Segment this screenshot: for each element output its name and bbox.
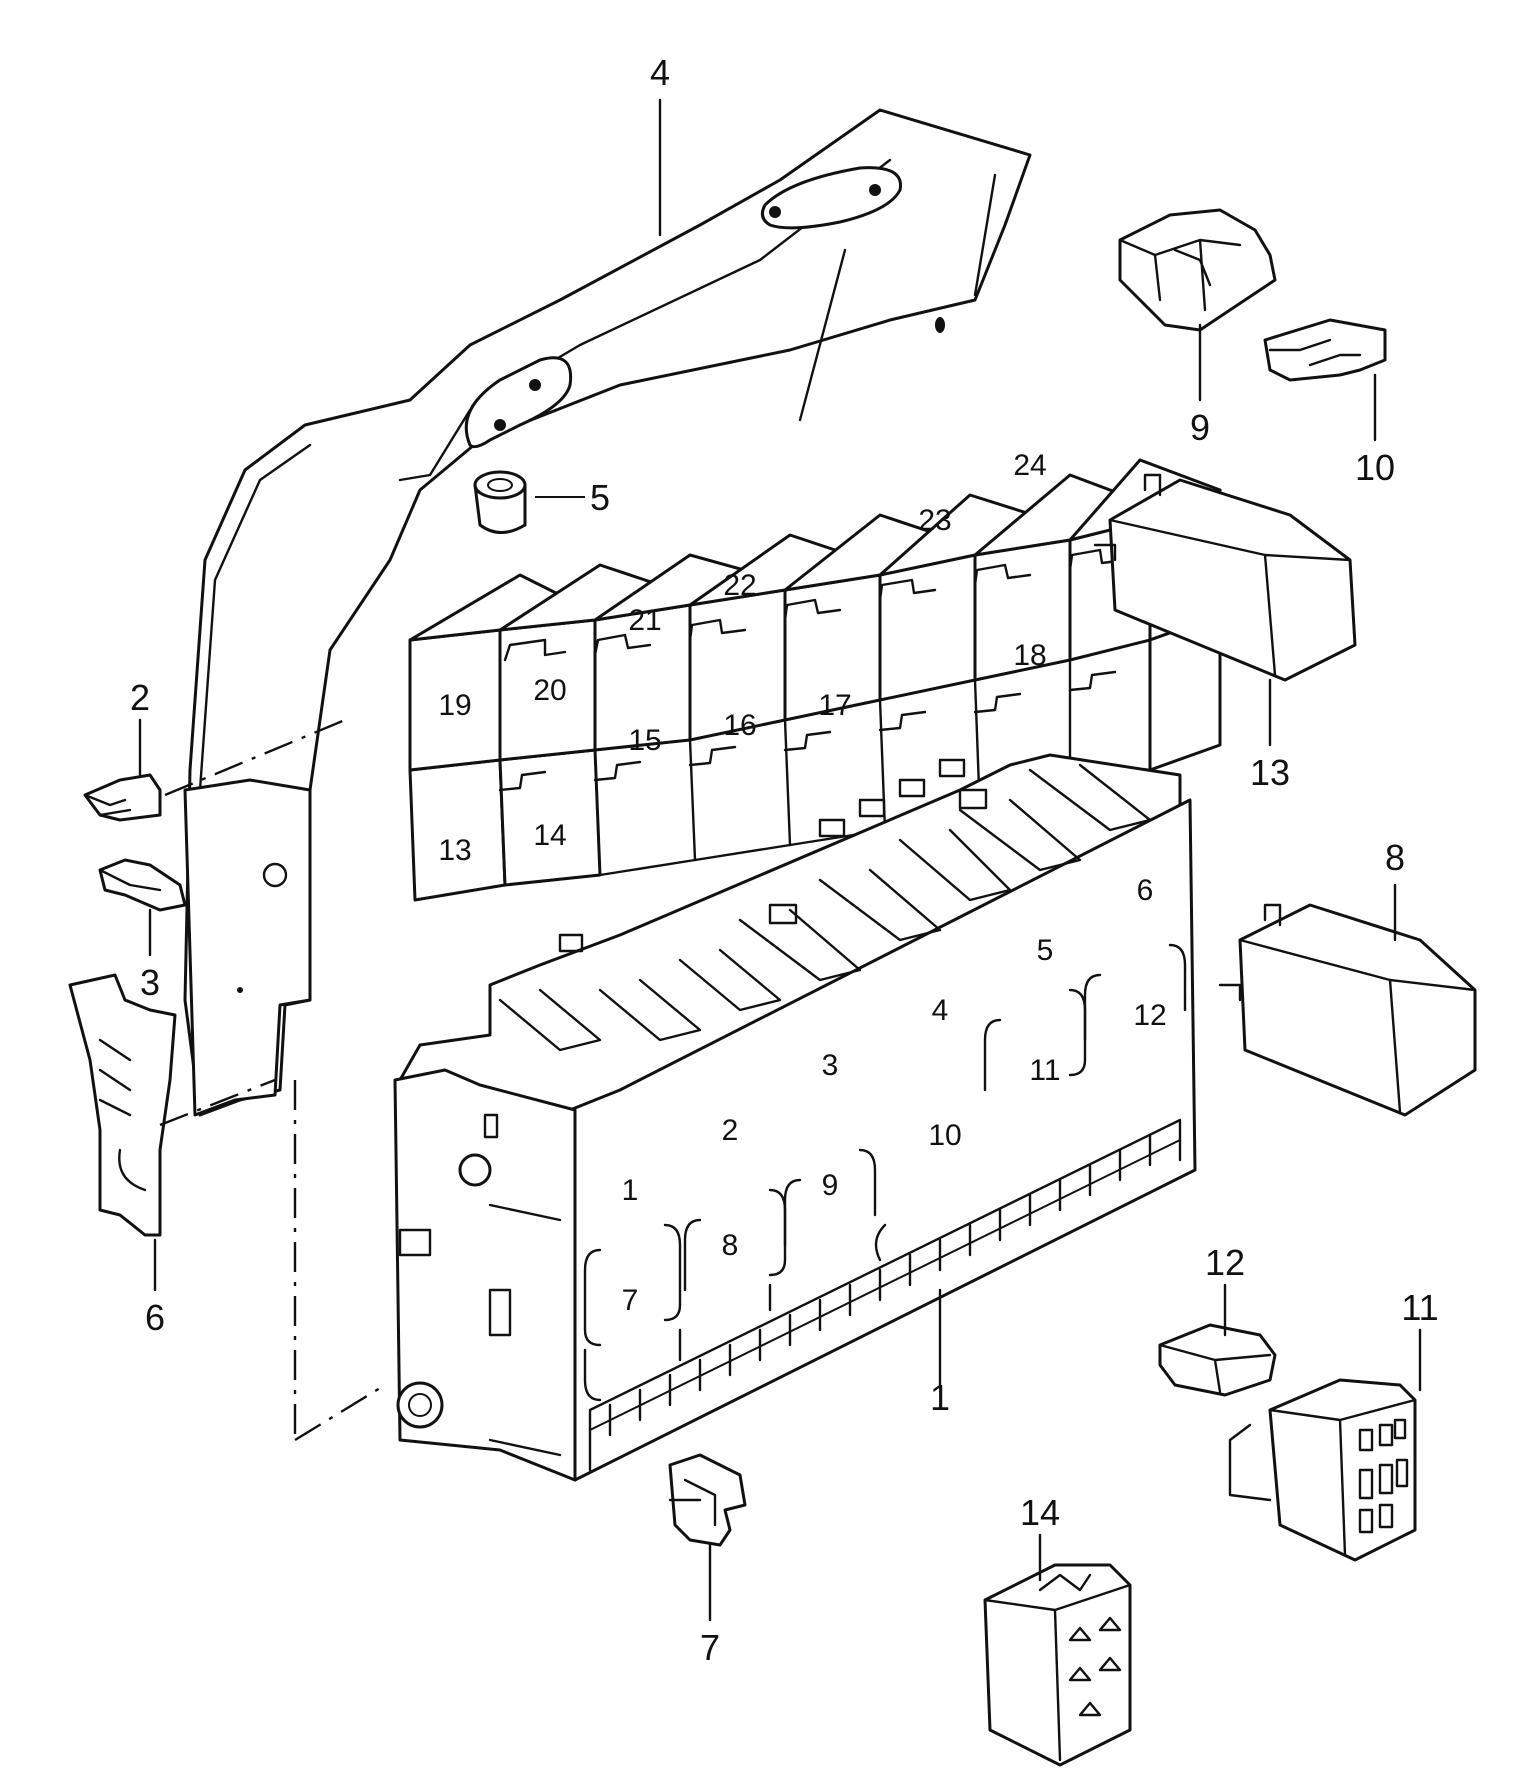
relay-socket bbox=[983, 1563, 1132, 1767]
panel-label-8: 8 bbox=[722, 1229, 739, 1262]
callout-5: 5 bbox=[590, 477, 610, 518]
relay-label-19: 19 bbox=[438, 689, 471, 722]
relay-position-labels: 13 14 15 16 17 18 19 20 21 22 23 24 bbox=[438, 449, 1046, 867]
relay-label-22: 22 bbox=[723, 569, 756, 602]
callout-labels: 1 2 3 4 5 6 7 8 9 10 11 12 13 14 bbox=[130, 52, 1439, 1668]
relay-label-20: 20 bbox=[533, 674, 566, 707]
callout-12: 12 bbox=[1205, 1242, 1245, 1283]
mounting-bracket bbox=[183, 108, 1032, 1117]
panel-label-4: 4 bbox=[932, 994, 949, 1027]
clip-upper bbox=[83, 773, 162, 822]
relay-label-16: 16 bbox=[723, 709, 756, 742]
callout-4: 4 bbox=[650, 52, 670, 93]
relay-label-14: 14 bbox=[533, 819, 566, 852]
callout-9: 9 bbox=[1190, 407, 1210, 448]
callout-6: 6 bbox=[145, 1297, 165, 1338]
callout-2: 2 bbox=[130, 677, 150, 718]
leader-lines bbox=[138, 98, 1422, 1622]
callout-11: 11 bbox=[1401, 1287, 1438, 1328]
panel-label-5: 5 bbox=[1037, 934, 1054, 967]
panel-label-11: 11 bbox=[1029, 1054, 1060, 1087]
callout-7: 7 bbox=[700, 1627, 720, 1668]
panel-label-10: 10 bbox=[928, 1119, 961, 1152]
relay-label-13: 13 bbox=[438, 834, 471, 867]
relay-holder bbox=[1118, 208, 1277, 332]
assembly-guide-lines bbox=[159, 718, 386, 1442]
callout-8: 8 bbox=[1385, 837, 1405, 878]
relay-label-15: 15 bbox=[628, 724, 661, 757]
relay-label-18: 18 bbox=[1013, 639, 1046, 672]
panel-position-labels: 1 2 3 4 5 6 7 8 9 10 11 12 bbox=[622, 874, 1167, 1317]
relay-label-17: 17 bbox=[818, 689, 851, 722]
central-electrics-panel bbox=[393, 753, 1197, 1482]
relay-label-23: 23 bbox=[918, 504, 951, 537]
panel-label-7: 7 bbox=[622, 1284, 639, 1317]
callout-1: 1 bbox=[930, 1377, 950, 1418]
callout-13: 13 bbox=[1250, 752, 1290, 793]
clip-lower bbox=[98, 858, 187, 912]
panel-label-6: 6 bbox=[1137, 874, 1154, 907]
panel-label-9: 9 bbox=[822, 1169, 839, 1202]
callout-3: 3 bbox=[140, 962, 160, 1003]
panel-label-1: 1 bbox=[622, 1174, 639, 1207]
relay-small bbox=[1093, 473, 1357, 682]
relay-label-21: 21 bbox=[628, 604, 661, 637]
retaining-spring bbox=[68, 973, 177, 1237]
relay-holder-clip bbox=[1263, 318, 1387, 382]
connector-housing bbox=[1228, 1378, 1417, 1562]
callout-10: 10 bbox=[1355, 447, 1395, 488]
connector-cover bbox=[1158, 1323, 1277, 1397]
relay-large bbox=[1218, 903, 1477, 1117]
panel-label-2: 2 bbox=[722, 1114, 739, 1147]
relay-label-24: 24 bbox=[1013, 449, 1046, 482]
panel-label-3: 3 bbox=[822, 1049, 839, 1082]
nut bbox=[473, 470, 585, 534]
panel-label-12: 12 bbox=[1133, 999, 1166, 1032]
retainer-clip bbox=[668, 1453, 747, 1547]
callout-14: 14 bbox=[1020, 1492, 1060, 1533]
